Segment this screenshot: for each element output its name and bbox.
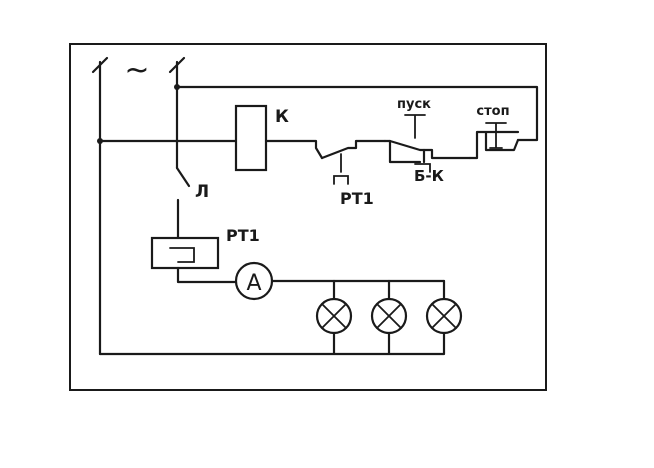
relay-coil-outer [150, 236, 220, 270]
ac-symbol: ~ [124, 53, 149, 88]
lamp-1 [315, 297, 353, 335]
block-contact-label: Б-К [414, 167, 445, 185]
switch-blade [175, 166, 191, 240]
relay-coil-label: РТ1 [226, 226, 260, 245]
stop-button-actuator [485, 122, 507, 149]
relay-contact [320, 139, 387, 160]
bus-right-terminal [168, 56, 186, 74]
relay-contact-actuator [333, 153, 349, 185]
switch-label: Л [195, 182, 209, 202]
contactor-label: К [275, 107, 289, 127]
wire-coil-to-ammeter [176, 266, 238, 284]
lamp-2 [370, 297, 408, 335]
stop-label: стоп [476, 104, 509, 119]
top-wire [175, 85, 539, 142]
diagram-frame [69, 43, 547, 391]
wire-k-to-rt [264, 139, 324, 160]
lamp-3 [425, 297, 463, 335]
lamp-bus-bottom [98, 331, 446, 356]
block-contact-bracket [414, 163, 431, 173]
start-label: пуск [397, 97, 431, 112]
relay-contact-label: РТ1 [340, 189, 374, 208]
relay-coil-inner [169, 247, 195, 263]
ammeter-label: A [246, 271, 261, 296]
block-contact [388, 139, 426, 164]
junction-left [97, 138, 103, 144]
stop-button-contact [468, 130, 520, 160]
bus-left-terminal [91, 56, 109, 74]
contactor-coil [234, 104, 268, 172]
start-button-actuator [404, 114, 426, 139]
